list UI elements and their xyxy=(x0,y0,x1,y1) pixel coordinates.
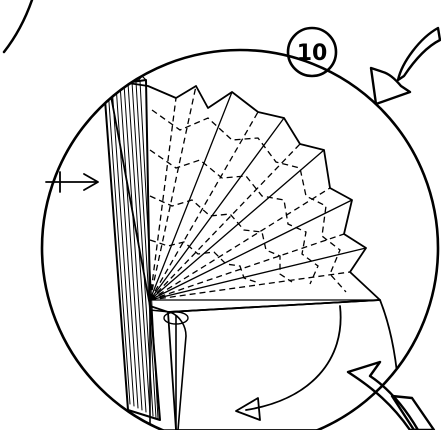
stacked-pleats xyxy=(104,76,160,420)
fan-fold-lines xyxy=(150,86,380,300)
fold-over-arrow-icon xyxy=(236,306,341,420)
curved-arrow-icon xyxy=(371,28,440,104)
previous-frame-edge xyxy=(4,0,32,52)
zigzag-valley-folds xyxy=(150,110,346,292)
step-number: 10 xyxy=(297,41,328,66)
push-arrow-icon xyxy=(46,172,98,192)
lower-flap xyxy=(168,300,400,430)
curved-arrow-icon xyxy=(348,362,434,430)
step-number-badge: 10 xyxy=(288,28,336,76)
step-frame-circle xyxy=(42,50,438,430)
